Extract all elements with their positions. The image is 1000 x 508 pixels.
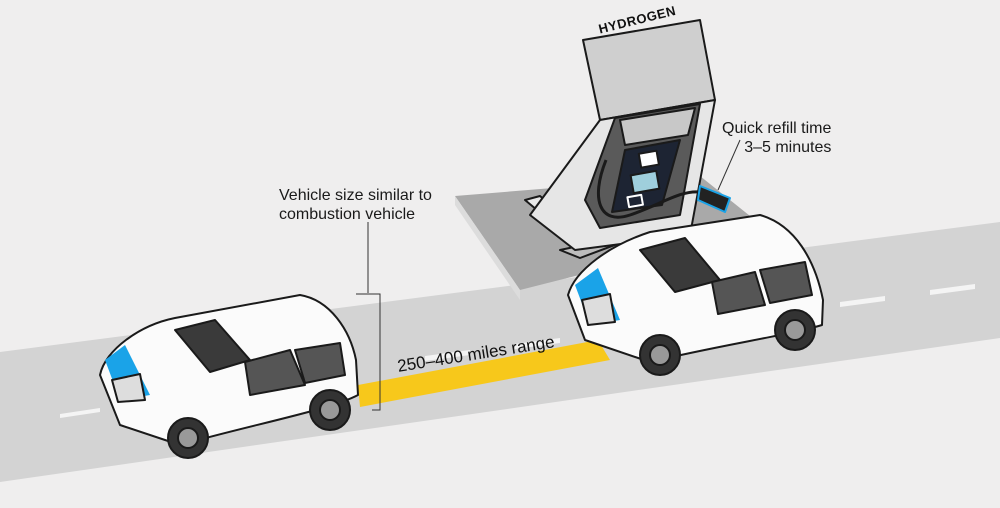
refill-callout-line [717, 139, 741, 191]
vehicle-size-bracket [356, 222, 381, 411]
vehicle-size-line-1: Vehicle size similar to [279, 187, 432, 204]
vehicle-size-label: Vehicle size similar to combustion vehic… [279, 186, 432, 224]
range-band [358, 340, 610, 407]
car-left [99, 294, 359, 459]
car-right [567, 214, 824, 376]
hydrogen-pump [524, 19, 731, 259]
refill-time-label: Quick refill time 3–5 minutes [722, 119, 831, 157]
vehicle-size-line-2: combustion vehicle [279, 206, 416, 223]
refill-time-line-1: Quick refill time [722, 120, 832, 137]
refill-time-line-2: 3–5 minutes [744, 139, 832, 156]
lane-markings [60, 284, 975, 418]
